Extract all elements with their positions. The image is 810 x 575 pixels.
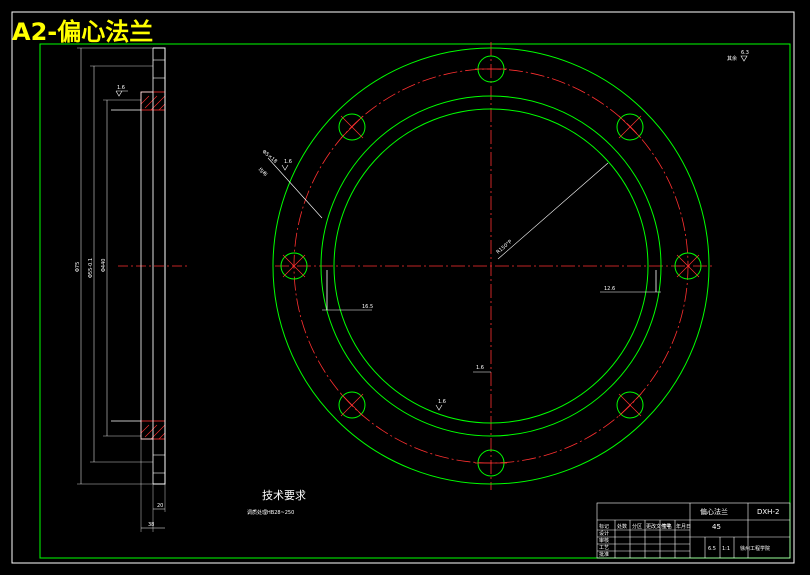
bolt-hole xyxy=(616,113,644,141)
svg-text:Φ5×18: Φ5×18 xyxy=(261,149,278,165)
part-name: 偏心法兰 xyxy=(700,507,728,516)
bore-circle xyxy=(333,108,649,424)
notes-line1: 调质处理HB28~250 xyxy=(247,509,294,516)
side-view: Φ75 Φ55-0.1 Φ440 1.6 20 38 xyxy=(75,47,190,532)
notes-heading: 技术要求 xyxy=(262,489,306,502)
svg-text:分区: 分区 xyxy=(632,523,642,530)
weight: 6.5 xyxy=(708,546,716,552)
title-block xyxy=(596,502,791,559)
svg-text:1.6: 1.6 xyxy=(284,159,292,165)
school: 徐州工程学院 xyxy=(740,545,770,552)
svg-text:Φ55-0.1: Φ55-0.1 xyxy=(88,258,94,278)
technical-notes: 技术要求 调质处理HB28~250 xyxy=(247,489,306,516)
svg-text:工艺: 工艺 xyxy=(599,545,609,551)
svg-text:16.5: 16.5 xyxy=(362,304,373,310)
drawing-title: A2-偏心法兰 xyxy=(12,18,153,46)
bolt-hole xyxy=(338,113,366,141)
outer-border xyxy=(11,11,795,564)
svg-text:6.3: 6.3 xyxy=(741,50,749,56)
svg-text:批准: 批准 xyxy=(599,551,609,558)
svg-text:38: 38 xyxy=(148,522,154,528)
svg-text:处数: 处数 xyxy=(617,523,627,530)
svg-text:1.6: 1.6 xyxy=(117,85,125,91)
svg-text:20: 20 xyxy=(157,503,163,509)
front-view: 16.5 12.6 R150°P Φ5×18 均布 1.6 1.6 1.6 xyxy=(257,42,715,490)
svg-text:12.6: 12.6 xyxy=(604,286,615,292)
scale: 1:1 xyxy=(722,546,730,552)
svg-text:1.6: 1.6 xyxy=(476,365,484,371)
svg-text:设计: 设计 xyxy=(599,530,609,537)
step-circle xyxy=(320,95,662,437)
material: 45 xyxy=(712,523,721,531)
bolt-hole xyxy=(674,252,702,280)
inner-frame xyxy=(39,43,791,559)
svg-text:年月日: 年月日 xyxy=(676,523,691,530)
bolt-hole xyxy=(616,391,644,419)
svg-text:更改文件号: 更改文件号 xyxy=(646,523,671,530)
bolt-hole xyxy=(338,391,366,419)
svg-text:其余: 其余 xyxy=(727,55,737,62)
svg-text:签名: 签名 xyxy=(662,523,672,530)
svg-text:标记: 标记 xyxy=(599,523,609,530)
svg-text:审核: 审核 xyxy=(599,537,609,544)
svg-text:Φ440: Φ440 xyxy=(101,259,107,272)
drawing-number: DXH-2 xyxy=(757,508,779,516)
bolt-hole xyxy=(280,252,308,280)
roughness-corner: 其余 6.3 xyxy=(727,50,749,62)
svg-text:1.6: 1.6 xyxy=(438,399,446,405)
title-block-text: 偏心法兰 45 DXH-2 6.5 1:1 徐州工程学院 标记 处数 分区 更改… xyxy=(599,507,779,558)
svg-text:Φ75: Φ75 xyxy=(75,262,81,272)
svg-text:均布: 均布 xyxy=(257,166,269,178)
outer-circle xyxy=(272,47,710,485)
